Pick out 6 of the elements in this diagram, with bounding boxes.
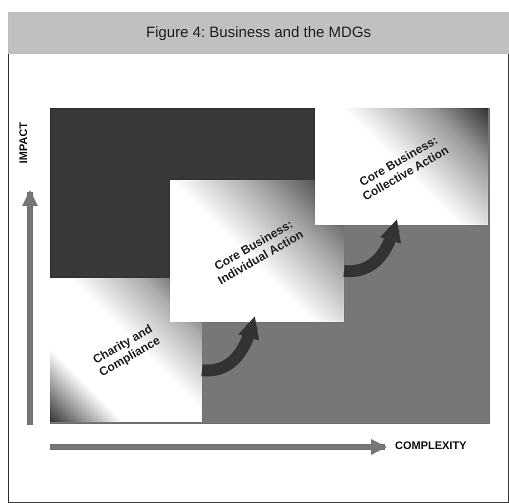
step-box xyxy=(315,108,488,225)
axis-label: COMPLEXITY xyxy=(395,440,467,452)
step-box xyxy=(170,180,344,322)
axis-label: IMPACT xyxy=(18,122,30,164)
step-box xyxy=(50,278,202,422)
figure-title: Figure 4: Business and the MDGs xyxy=(144,24,372,41)
